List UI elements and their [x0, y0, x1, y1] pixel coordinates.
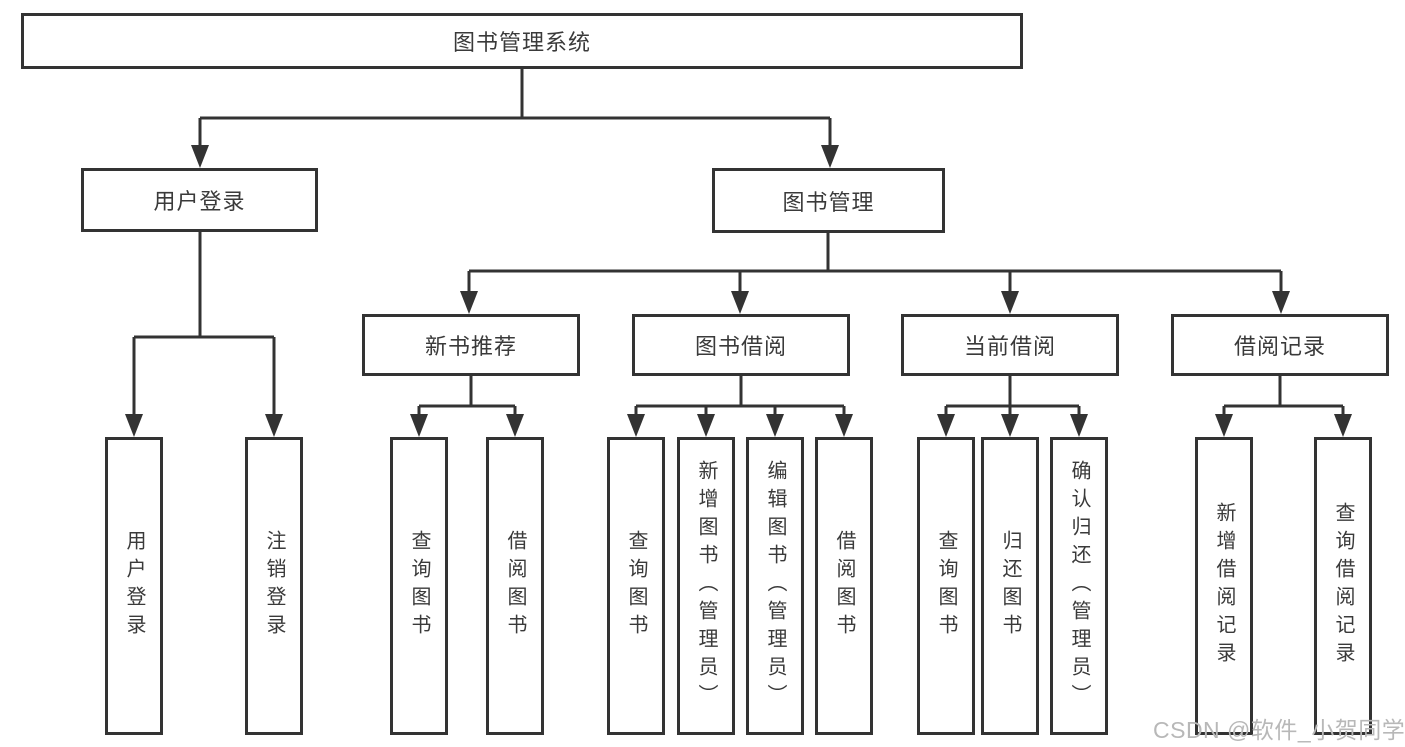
arrowhead-icon [410, 414, 428, 437]
node-library-management-system: 图书管理系统 [21, 13, 1023, 69]
leaf-add-book-admin: 新增图书（管理员） [677, 437, 735, 735]
arrowhead-icon [191, 145, 209, 168]
leaf-add-borrow-record-label: 新增借阅记录 [1213, 502, 1235, 670]
leaf-query-borrow-record-label: 查询借阅记录 [1332, 502, 1354, 670]
arrowhead-icon [697, 414, 715, 437]
leaf-add-borrow-record: 新增借阅记录 [1195, 437, 1253, 735]
leaf-user-login-label: 用户登录 [123, 530, 145, 642]
arrowhead-icons [125, 145, 1352, 437]
arrowhead-icon [1001, 291, 1019, 314]
leaf-borrow-books-recommend-label: 借阅图书 [504, 530, 526, 642]
node-book-borrow: 图书借阅 [632, 314, 850, 376]
arrowhead-icon [821, 145, 839, 168]
arrowhead-icon [937, 414, 955, 437]
node-new-book-recommend: 新书推荐 [362, 314, 580, 376]
leaf-query-books-recommend: 查询图书 [390, 437, 448, 735]
leaf-borrow-books-borrow: 借阅图书 [815, 437, 873, 735]
arrowhead-icon [766, 414, 784, 437]
arrowhead-icon [265, 414, 283, 437]
leaf-add-book-admin-label: 新增图书（管理员） [695, 460, 717, 712]
arrowhead-icon [1215, 414, 1233, 437]
arrowhead-icon [1272, 291, 1290, 314]
leaf-confirm-return-admin: 确认归还（管理员） [1050, 437, 1108, 735]
leaf-borrow-books-borrow-label: 借阅图书 [833, 530, 855, 642]
csdn-watermark: CSDN @软件_小贺同学 [1153, 717, 1405, 743]
arrowhead-icon [835, 414, 853, 437]
arrowhead-icon [125, 414, 143, 437]
leaf-query-borrow-record: 查询借阅记录 [1314, 437, 1372, 735]
leaf-return-book: 归还图书 [981, 437, 1039, 735]
leaf-logout: 注销登录 [245, 437, 303, 735]
arrowhead-icon [627, 414, 645, 437]
leaf-query-books-borrow-label: 查询图书 [625, 530, 647, 642]
arrowhead-icon [731, 291, 749, 314]
leaf-edit-book-admin-label: 编辑图书（管理员） [764, 460, 786, 712]
leaf-borrow-books-recommend: 借阅图书 [486, 437, 544, 735]
node-book-management: 图书管理 [712, 168, 945, 233]
leaf-edit-book-admin: 编辑图书（管理员） [746, 437, 804, 735]
leaf-user-login: 用户登录 [105, 437, 163, 735]
arrowhead-icon [1334, 414, 1352, 437]
leaf-confirm-return-admin-label: 确认归还（管理员） [1068, 460, 1090, 712]
leaf-query-books-recommend-label: 查询图书 [408, 530, 430, 642]
node-borrow-records: 借阅记录 [1171, 314, 1389, 376]
node-user-login: 用户登录 [81, 168, 318, 232]
node-current-borrow: 当前借阅 [901, 314, 1119, 376]
arrowhead-icon [506, 414, 524, 437]
leaf-return-book-label: 归还图书 [999, 530, 1021, 642]
arrowhead-icon [460, 291, 478, 314]
leaf-query-books-current-label: 查询图书 [935, 530, 957, 642]
leaf-query-books-current: 查询图书 [917, 437, 975, 735]
leaf-logout-label: 注销登录 [263, 530, 285, 642]
arrowhead-icon [1070, 414, 1088, 437]
leaf-query-books-borrow: 查询图书 [607, 437, 665, 735]
connector-path [132, 69, 1345, 418]
arrowhead-icon [1001, 414, 1019, 437]
